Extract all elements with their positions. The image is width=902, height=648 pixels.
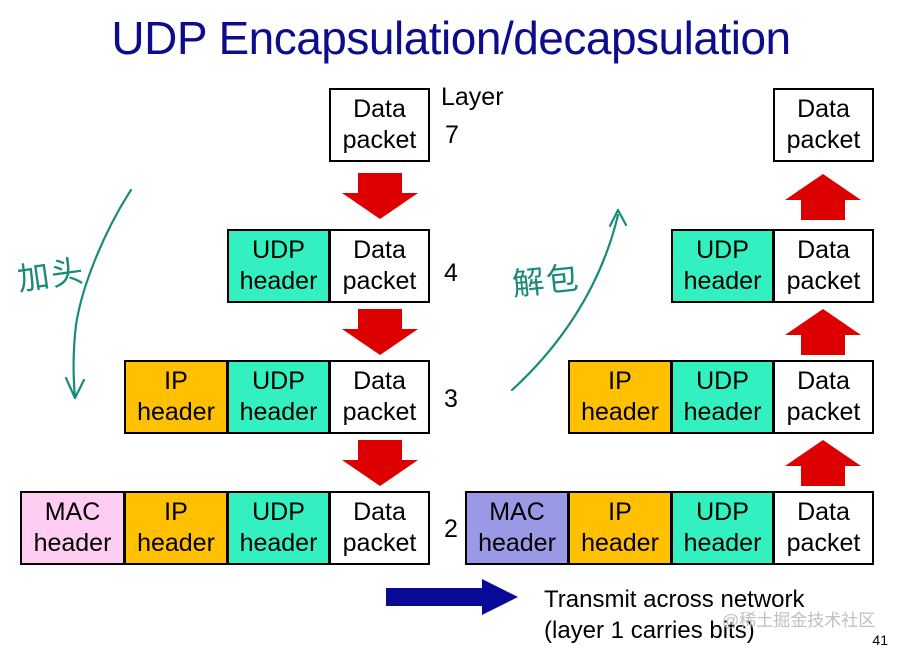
down-arrow-icon: [342, 440, 418, 486]
transmit-caption-line1: Transmit across network: [544, 586, 805, 613]
up-arrow-icon: [785, 309, 861, 355]
up-arrow-icon: [785, 174, 861, 220]
layer-heading: Layer: [441, 83, 504, 111]
layer-7-label: 7: [445, 121, 459, 149]
handwritten-label-left: 加头: [14, 251, 88, 299]
handwritten-label-right: 解包: [510, 258, 583, 304]
transmit-caption-line2: (layer 1 carries bits): [544, 617, 755, 644]
down-arrow-icon: [342, 309, 418, 355]
watermark: @稀土掘金技术社区: [722, 611, 876, 630]
up-arrow-icon: [785, 440, 861, 486]
layer-3-label: 3: [444, 385, 458, 413]
down-arrow-icon: [342, 173, 418, 219]
slide-title: UDP Encapsulation/decapsulation: [111, 12, 791, 64]
transmit-arrow-icon: [386, 579, 518, 615]
layer-2-label: 2: [444, 515, 458, 543]
page-number: 41: [872, 632, 888, 648]
layer-4-label: 4: [444, 259, 458, 287]
